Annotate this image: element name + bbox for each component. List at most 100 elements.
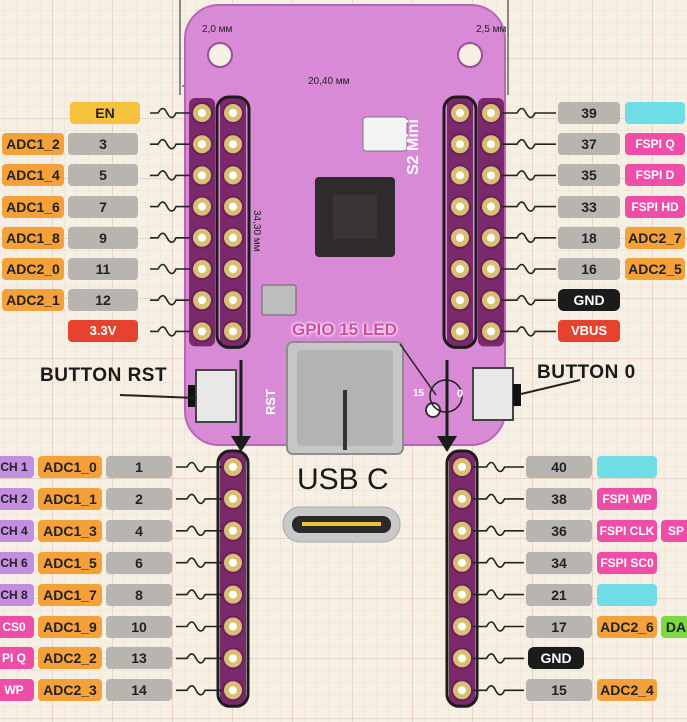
pin-function-label: ADC1_9: [38, 615, 102, 638]
top-left-header-inner-outline: [215, 95, 251, 349]
pin-pad-hole: [198, 171, 206, 180]
pin-leader: [473, 685, 524, 696]
pin-pad-hole: [229, 654, 237, 663]
pin-number-label: 1: [106, 456, 172, 478]
pin-leader: [176, 493, 222, 505]
pin-number-label: 13: [106, 647, 172, 670]
pin-function-label: ADC1_5: [38, 551, 102, 574]
pin-number-label: 21: [526, 583, 592, 606]
pin-pad-hole: [458, 590, 466, 599]
pin-pad-hole: [456, 202, 464, 211]
pin-function-label: [597, 583, 657, 606]
pin-pad-hole: [198, 140, 206, 149]
pin-pad-hole: [229, 202, 237, 211]
pin-number-label: 35: [558, 164, 620, 187]
top-right-header-inner-strip: [447, 98, 473, 347]
left-arrow-head: [231, 436, 251, 452]
pin-leader: [502, 107, 556, 119]
pin-pad-hole: [487, 202, 495, 211]
pin-leader: [502, 232, 556, 244]
pin-leader: [176, 525, 222, 537]
pin-number-label: 37: [558, 133, 620, 156]
pin-function-label: ADC1_0: [38, 456, 102, 478]
pin-pad-hole: [229, 526, 237, 535]
gpio15-led: [425, 402, 441, 418]
button-rst[interactable]: [195, 369, 237, 423]
pin-leader: [150, 263, 190, 275]
pin-pad-hole: [198, 327, 206, 336]
pin-pad-hole: [229, 590, 237, 599]
button-0[interactable]: [472, 367, 514, 421]
mounting-hole-right: [457, 42, 483, 68]
pin-pad-hole: [198, 296, 206, 305]
pin-pad-hole: [458, 463, 466, 471]
button-rst-actuator[interactable]: [188, 385, 196, 407]
pin-number-label: 16: [558, 258, 620, 280]
pin-function-label: CH 1: [0, 456, 34, 478]
bottom-right-header-outline: [445, 449, 479, 708]
pin-function-label: ADC2_6: [597, 615, 657, 638]
pin-pad-hole: [229, 327, 237, 336]
pin-pad-hole: [456, 109, 464, 117]
pin-pad-hole: [487, 109, 495, 117]
pin-number-label: 3.3V: [68, 320, 138, 343]
gpio-led-label: GPIO 15 LED: [292, 320, 397, 339]
pin-function-label: ADC1_3: [38, 519, 102, 542]
pin-pad-hole: [229, 686, 237, 695]
pin-leader: [176, 589, 222, 600]
pin-leader: [473, 589, 524, 600]
pin-number-label: 11: [68, 258, 138, 280]
pin-leader: [502, 294, 556, 306]
pin-pad-hole: [198, 202, 206, 211]
pin-function-label: WP: [0, 679, 34, 702]
pin-function-label: ADC2_3: [38, 679, 102, 702]
usb-c-port-contacts: [302, 522, 381, 526]
pin-leader: [473, 557, 524, 568]
gpio-led-callout-line: [399, 343, 437, 396]
pin-pad-hole: [458, 494, 466, 503]
pin-pad-hole: [458, 686, 466, 695]
top-right-header-outer-strip: [478, 98, 504, 347]
pin-headers: [150, 95, 556, 708]
pin-function-label: PI Q: [0, 647, 34, 670]
pin-function-label: CH 6: [0, 551, 34, 574]
pin-pad-hole: [456, 171, 464, 180]
pin-leader: [473, 653, 524, 664]
pin-number-label: GND: [558, 289, 620, 312]
pin-leader: [150, 138, 190, 150]
button-0-callout-line: [520, 379, 581, 395]
button-0-actuator[interactable]: [513, 384, 521, 406]
dim-width: 20,40 мм: [308, 76, 350, 87]
pin-pad-hole: [487, 140, 495, 149]
pin-pad-hole: [458, 558, 466, 567]
pin-pad-hole: [458, 654, 466, 663]
pin-function-label: FSPI Q: [625, 133, 685, 156]
pin-number-label: 14: [106, 679, 172, 702]
pin-leader: [502, 170, 556, 181]
dim-height: 34,30 мм: [251, 210, 262, 252]
chip-center: [333, 195, 377, 239]
pin-pad-hole: [456, 265, 464, 273]
pin-number-label: 7: [68, 195, 138, 218]
pin-number-label: 8: [106, 583, 172, 606]
right-arrow-head: [437, 436, 457, 452]
top-left-header-outer-strip: [189, 98, 215, 347]
mounting-hole-left: [207, 42, 233, 68]
pin-function-label: ADC1_1: [38, 487, 102, 510]
pin-function-label: FSPI D: [625, 164, 685, 187]
pin-function-label: CH 4: [0, 519, 34, 542]
pin-function-label: [625, 102, 685, 124]
pin-pad-hole: [229, 622, 237, 631]
pin-leader: [150, 326, 190, 337]
pin-pad-hole: [456, 296, 464, 305]
pin-leader: [473, 461, 524, 473]
pin-pad-hole: [229, 171, 237, 180]
pin-function-label: CH 2: [0, 487, 34, 510]
pin-leader: [473, 621, 524, 632]
pin-function-label: CH 8: [0, 583, 34, 606]
button-rst-callout-line: [119, 394, 197, 399]
pin-pad-hole: [229, 265, 237, 273]
pin-pad-hole: [456, 140, 464, 149]
pin-function-label: ADC2_4: [597, 679, 657, 702]
